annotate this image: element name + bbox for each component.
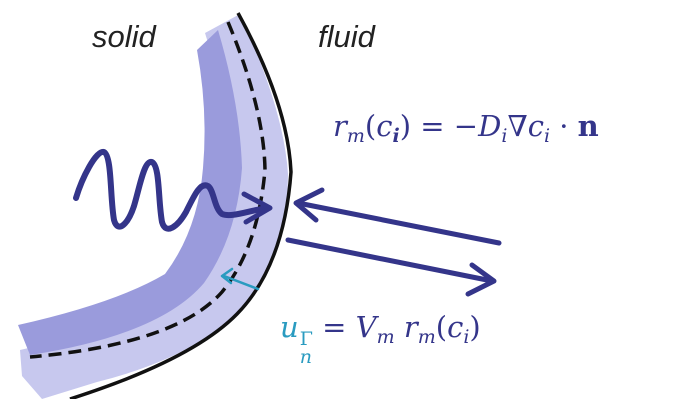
velocity-paren-open: ( [435, 310, 448, 344]
solid-interface-line [69, 12, 293, 399]
dashed-interface-line [29, 21, 267, 359]
velocity-arg: c [447, 310, 464, 344]
flux-lhs-sub: m [346, 125, 365, 147]
flux-boundary-equation: rm(ci) = −Di∇ci · n [333, 112, 599, 146]
velocity-rate: r [403, 310, 418, 344]
flux-var-sub: i [543, 125, 551, 147]
flux-paren-open: ( [364, 109, 377, 143]
flux-coef: D [478, 109, 502, 143]
flux-minus: − [453, 109, 479, 143]
flux-dot: · [559, 109, 569, 143]
flux-coef-sub: i [501, 125, 508, 147]
flux-paren-close: ) [399, 109, 412, 143]
wavy-energy-arrow [73, 149, 271, 232]
velocity-sup: Γ [299, 328, 313, 350]
solid-deposit-band [18, 30, 242, 355]
velocity-volume-sub: m [376, 326, 395, 348]
flux-eq-sign: = [420, 109, 445, 143]
flux-lhs-arg: c [376, 109, 393, 143]
incoming-flux-arrow-head [293, 187, 325, 223]
fluid-region-label: fluid [318, 19, 375, 54]
velocity-paren-close: ) [469, 310, 481, 344]
velocity-rate-sub: m [417, 326, 436, 348]
incoming-flux-arrow-shaft [295, 200, 502, 246]
outgoing-flux-arrow-shaft [285, 237, 495, 284]
solid-region-label: solid [92, 19, 156, 54]
flux-var: c [527, 109, 544, 143]
velocity-sub: n [299, 346, 312, 369]
flux-lhs-arg-sub: i [392, 125, 400, 147]
velocity-arg-sub: i [463, 326, 470, 348]
flux-nabla: ∇ [507, 109, 528, 143]
velocity-eq-sign: = [322, 310, 347, 344]
velocity-volume: V [355, 310, 377, 344]
flux-lhs-symbol: r [333, 109, 347, 143]
flux-normal-vector: n [577, 109, 599, 143]
interface-velocity-arrow-shaft [222, 274, 260, 291]
fluid-boundary-layer [20, 14, 288, 399]
interface-velocity-arrow-head [220, 267, 234, 285]
outgoing-flux-arrow-head [465, 262, 497, 297]
wavy-arrow-head [241, 191, 273, 225]
velocity-symbol: u [280, 310, 299, 344]
